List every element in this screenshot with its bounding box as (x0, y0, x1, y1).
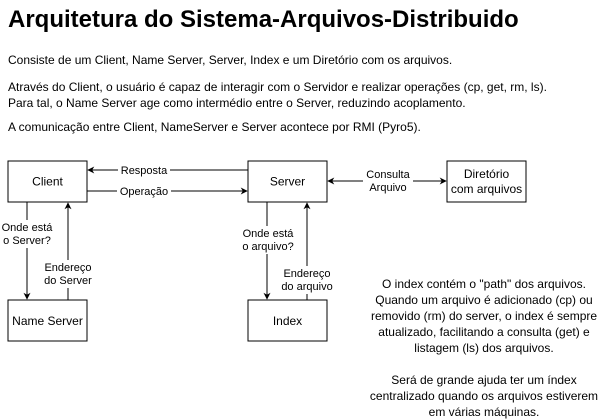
index-note-line: Quando um arquivo é adicionado (cp) ou (375, 293, 593, 307)
onde-server-label-line-2: o Server? (3, 235, 51, 247)
name-server-box: Name Server (7, 299, 88, 342)
onde-arquivo-label-line-1: Onde está (243, 228, 295, 240)
server-box: Server (247, 160, 328, 203)
intro-paragraph-1: Consiste de um Client, Name Server, Serv… (8, 53, 453, 67)
directory-label-line-1: Diretório (464, 167, 510, 181)
client-label: Client (32, 175, 63, 189)
endereco-server-label-line-2: do Server (44, 275, 92, 287)
resposta-label: Resposta (121, 165, 168, 177)
directory-label-line-2: com arquivos (451, 182, 522, 196)
index-box: Index (247, 299, 328, 342)
centralized-note-line: Será de grande ajuda ter um índex (391, 373, 577, 387)
onde-arquivo-label-line-2: o arquivo? (242, 241, 293, 253)
consulta-label-line-2: Arquivo (369, 182, 406, 194)
operacao-label: Operação (120, 186, 168, 198)
index-note-line: atualizado, facilitando a consulta (get)… (378, 325, 590, 339)
onde-server-label-line-1: Onde está (2, 222, 54, 234)
intro-paragraph-2-line-1: Através do Client, o usuário é capaz de … (8, 80, 547, 94)
architecture-diagram: Client Server Diretório com arquivos Nam… (0, 160, 527, 342)
index-note: O index contém o "path" dos arquivos. Qu… (366, 276, 602, 420)
directory-box: Diretório com arquivos (446, 160, 527, 203)
consulta-label-line-1: Consulta (366, 169, 410, 181)
name-server-label: Name Server (12, 314, 83, 328)
client-box: Client (7, 160, 88, 203)
index-label: Index (273, 314, 302, 328)
endereco-server-label-line-1: Endereço (44, 262, 91, 274)
centralized-note-line: centralizado quando os arquivos estivere… (369, 389, 599, 403)
intro-paragraph-2-line-2: Para tal, o Name Server age como intermé… (8, 96, 466, 110)
intro-paragraph-3: A comunicação entre Client, NameServer e… (8, 120, 421, 134)
intro-paragraph-2: Através do Client, o usuário é capaz de … (8, 79, 547, 111)
index-note-line: removido (rm) do server, o index é sempr… (370, 309, 598, 323)
index-note-line: listagem (ls) dos arquivos. (414, 341, 554, 355)
server-label: Server (270, 175, 305, 189)
index-note-line: O index contém o "path" dos arquivos. (382, 277, 586, 291)
endereco-arquivo-label-line-2: do arquivo (281, 281, 332, 293)
note-spacer (366, 356, 602, 372)
centralized-note-line: em várias máquinas. (428, 405, 540, 419)
endereco-arquivo-label-line-1: Endereço (283, 268, 330, 280)
page-title: Arquitetura do Sistema-Arquivos-Distribu… (8, 6, 519, 33)
